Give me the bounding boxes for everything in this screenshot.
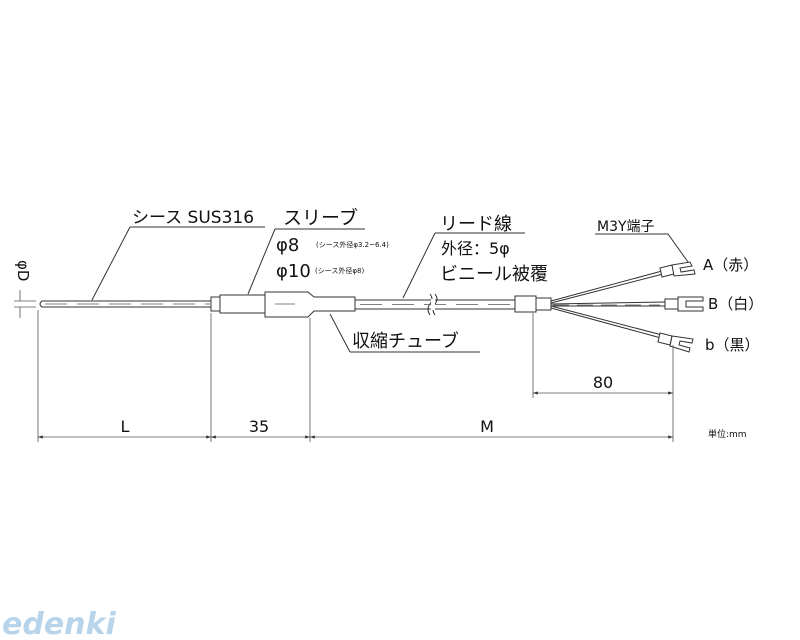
diameter-dimension [14,290,36,318]
label-sleeve: スリーブ [283,206,358,229]
label-lead-wire: リード線 [440,214,512,235]
terminal-leader [595,233,689,263]
junction-block [514,295,552,313]
label-wire-a: A（赤） [703,256,758,274]
label-sleeve-d8: φ8 [276,235,299,256]
sheath [39,300,213,308]
label-diameter: φD [14,260,32,281]
dim-label-80: 80 [593,373,613,392]
terminal-b-small [657,332,694,353]
label-sleeve-d10-note: (シース外径φ8) [315,266,364,275]
lead-wire-leader [402,232,525,299]
label-lead-od: 外径：5φ [441,239,510,258]
dim-label-m: M [480,417,494,436]
label-shrink-tube: 収縮チューブ [352,330,459,352]
label-wire-b-small: b（黒） [705,336,760,354]
sleeve-leader [247,228,365,295]
terminal-b [664,296,704,312]
watermark-logo: edenki [2,607,116,640]
terminal-a [659,261,696,278]
label-wire-b: B（白） [708,295,763,313]
dim-label-35: 35 [249,417,269,436]
dim-label-l: L [121,417,130,436]
sleeve [210,291,356,318]
unit-label: 単位:mm [708,428,747,440]
label-terminal: M3Y端子 [597,219,655,235]
label-sleeve-d10: φ10 [276,261,311,282]
wires [550,270,666,339]
sheath-leader [91,226,265,301]
label-lead-cover: ビニール被覆 [440,264,548,285]
lead-wire [354,293,516,316]
label-sheath: シース SUS316 [132,208,254,228]
shrink-tube-leader [329,313,480,353]
label-sleeve-d8-note: (シース外径φ3.2~6.4) [316,240,389,249]
